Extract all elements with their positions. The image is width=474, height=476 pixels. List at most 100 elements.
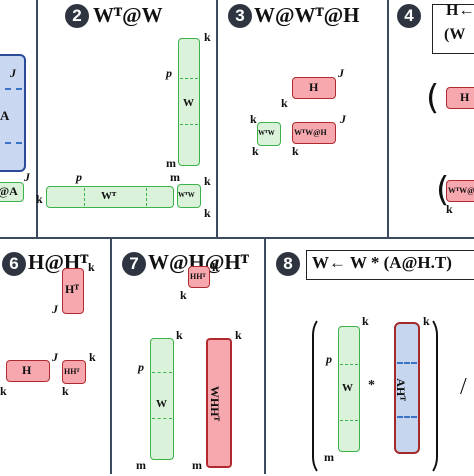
row-divider	[152, 418, 172, 419]
step-number-2: 2	[65, 4, 89, 28]
matrix-W-block	[178, 38, 200, 166]
dim-label-k: k	[0, 384, 7, 398]
matrix-H-label: H	[309, 80, 319, 94]
matrix-A-block	[0, 54, 26, 172]
divider-v5	[264, 238, 266, 474]
dim-label-k: k	[212, 260, 219, 274]
panel-8-title: W← W * (A@H.T)	[312, 253, 452, 272]
step-number-8: 8	[276, 252, 300, 276]
divider-v4	[110, 238, 112, 474]
panel-4-title-line2: (W	[444, 26, 466, 43]
dim-label-k: k	[250, 112, 257, 126]
matrix-WHHT-block	[206, 338, 232, 468]
col-divider	[84, 188, 85, 206]
dim-label-k: k	[292, 144, 299, 158]
dim-label-J: J	[24, 170, 30, 184]
dim-label-p: p	[138, 360, 144, 374]
divider-h	[0, 237, 474, 239]
matrix-W-label: W	[342, 382, 353, 394]
col-divider	[146, 188, 147, 206]
dim-label-k: k	[176, 328, 183, 342]
step-number-7: 7	[122, 252, 146, 276]
row-divider	[0, 142, 22, 144]
dim-label-k: k	[252, 144, 259, 158]
step-number-6: 6	[2, 252, 26, 276]
large-left-paren	[312, 316, 336, 476]
dim-label-k: k	[446, 202, 453, 216]
matrix-W-block	[150, 338, 174, 460]
dim-label-k: k	[62, 384, 69, 398]
matrix-H-block	[6, 360, 50, 382]
large-right-paren	[414, 316, 438, 476]
matrix-WTWH-label: WᵀW@H	[448, 186, 474, 195]
dim-label-m: m	[192, 458, 202, 472]
matrix-HT-label: Hᵀ	[65, 282, 79, 296]
dim-label-m: m	[170, 170, 180, 184]
matrix-HHT-label: HHᵀ	[190, 272, 206, 281]
step-number-4: 4	[397, 4, 421, 28]
matrix-WTWH-block	[446, 180, 474, 202]
matrix-at-A-label: @A	[0, 184, 18, 198]
dim-label-k: k	[89, 350, 96, 364]
matrix-HHT-label: HHᵀ	[64, 367, 80, 376]
matrix-WTW-label: WᵀW	[178, 191, 195, 199]
dim-label-m: m	[136, 458, 146, 472]
matrix-W-label: W	[156, 398, 167, 410]
matrix-WT-label: Wᵀ	[101, 190, 117, 202]
matrix-at-A-block	[0, 182, 24, 202]
matrix-HT-block	[62, 268, 84, 314]
matrix-A-label: A	[0, 108, 10, 123]
row-divider	[397, 416, 417, 418]
divider-v3	[387, 0, 389, 238]
dim-label-k: k	[204, 174, 211, 188]
row-divider	[340, 420, 358, 421]
dim-label-m: m	[166, 156, 176, 170]
dim-label-J: J	[338, 66, 344, 80]
open-paren: (	[426, 78, 440, 118]
divider-v2	[216, 0, 218, 238]
row-divider	[180, 124, 198, 125]
dim-label-k: k	[204, 206, 211, 220]
row-divider	[397, 362, 417, 364]
dim-label-k: k	[235, 328, 242, 342]
matrix-WTWH-block	[292, 122, 336, 144]
matrix-WTW-block	[257, 122, 281, 146]
row-divider	[340, 364, 358, 365]
divide-slash: /	[460, 374, 467, 400]
dim-label-J: J	[340, 112, 346, 126]
matrix-H-label: H	[460, 90, 470, 104]
row-divider	[0, 88, 22, 90]
panel-8-formula-box	[306, 250, 474, 280]
step-number-3: 3	[228, 4, 252, 28]
dim-label-k: k	[362, 314, 369, 328]
matrix-W-label: W	[183, 97, 194, 109]
dim-label-p: p	[76, 170, 82, 184]
dim-label-p: p	[166, 66, 172, 80]
panel-4-formula-box	[432, 4, 474, 54]
dim-label-p: p	[326, 352, 332, 366]
dim-label-k: k	[180, 288, 187, 302]
matrix-AHT-label: AHᵀ	[393, 378, 408, 401]
multiply-star: *	[368, 378, 375, 393]
matrix-WHHT-label: WHHᵀ	[208, 385, 223, 422]
matrix-H-label: H	[22, 363, 32, 377]
matrix-HHT-block	[62, 360, 86, 384]
matrix-WTW-label: WᵀW	[258, 129, 275, 137]
matrix-WTWH-label: WᵀW@H	[294, 128, 327, 137]
dim-label-m: m	[324, 450, 334, 464]
matrix-H-block	[292, 77, 336, 99]
dim-label-k: k	[36, 192, 43, 206]
row-divider	[152, 372, 172, 373]
divider-v1	[36, 0, 38, 238]
dim-label-k: k	[281, 96, 288, 110]
panel-4-title-line1: H←	[446, 2, 474, 19]
panel-3-title: W@Wᵀ@H	[254, 3, 360, 27]
dim-label-J: J	[52, 302, 58, 316]
dim-label-k: k	[88, 260, 95, 274]
matrix-H-block	[446, 87, 474, 109]
panel-2-title: Wᵀ@W	[93, 3, 163, 27]
row-divider	[180, 78, 198, 79]
dim-label-k: k	[204, 30, 211, 44]
matrix-AHT-block	[394, 322, 420, 454]
open-paren: (	[436, 170, 450, 210]
